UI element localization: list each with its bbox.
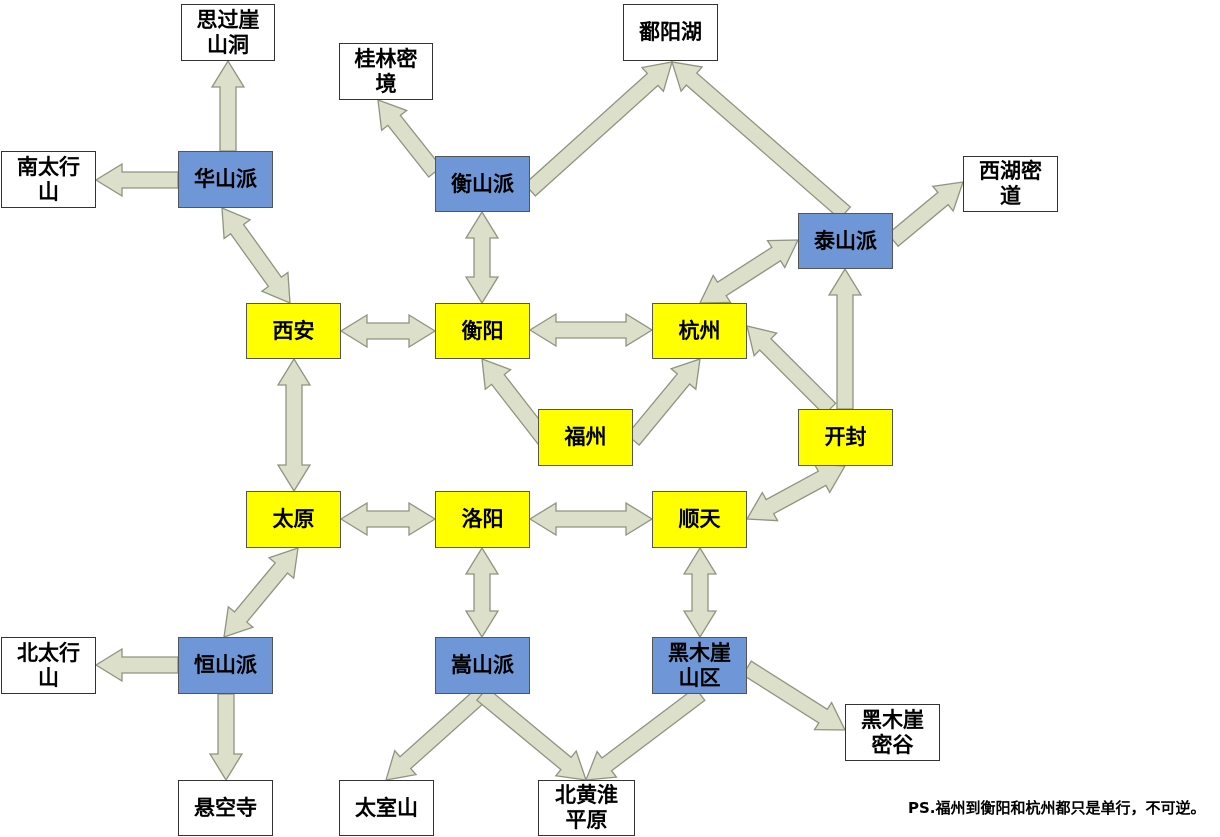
arrow-huashan-nantaihang bbox=[94, 162, 179, 198]
arrow-heimuya-beihuanghuai bbox=[585, 686, 706, 781]
arrow-xian-hengyang bbox=[339, 313, 437, 349]
arrow-shuntian-heimuya bbox=[682, 546, 718, 639]
arrow-kaifeng-hangzhou bbox=[746, 325, 837, 416]
arrow-luoyang-songshan bbox=[464, 546, 500, 639]
arrow-hengshan-poyang bbox=[523, 61, 673, 197]
node-siguoya: 思过崖 山洞 bbox=[181, 4, 275, 61]
arrow-xian-taiyuan bbox=[276, 357, 312, 493]
arrow-hengyang-hangzhou bbox=[528, 312, 654, 348]
arrow-hengshan-beitaihang bbox=[94, 647, 179, 683]
node-xuankong: 悬空寺 bbox=[178, 780, 273, 836]
node-beitaihang: 北太行 山 bbox=[1, 637, 96, 694]
arrow-taishan-hangzhou bbox=[698, 239, 800, 304]
arrow-kaifeng-taishan bbox=[827, 267, 863, 410]
footnote: PS.福州到衡阳和杭州都只是单行，不可逆。 bbox=[908, 799, 1206, 817]
node-xihu: 西湖密 道 bbox=[963, 156, 1058, 212]
arrow-taiyuan-luoyang bbox=[339, 501, 437, 537]
node-shuntian: 顺天 bbox=[652, 491, 747, 548]
arrow-hengyang-hengshan bbox=[464, 210, 500, 305]
node-xian: 西安 bbox=[246, 303, 341, 359]
arrow-fuzhou-hengyang bbox=[481, 358, 553, 446]
arrow-huashan-siguoya bbox=[210, 59, 246, 152]
arrow-kaifeng-shuntian bbox=[745, 463, 847, 522]
arrow-taiyuan-hengshan bbox=[223, 547, 299, 638]
arrow-hengshan-xuankong bbox=[208, 693, 244, 782]
node-kaifeng: 开封 bbox=[798, 409, 893, 466]
node-heimuya: 黑木崖 山区 bbox=[652, 637, 747, 694]
node-hengshan-south: 衡山派 bbox=[435, 156, 530, 212]
node-heimuya-valley: 黑木崖 密谷 bbox=[845, 704, 940, 761]
arrow-heimuya-valley bbox=[741, 660, 847, 731]
arrow-taishan-poyang bbox=[671, 61, 852, 220]
arrow-huashan-xian bbox=[221, 206, 291, 305]
node-luoyang: 洛阳 bbox=[435, 491, 530, 548]
node-fuzhou: 福州 bbox=[538, 409, 633, 466]
node-poyang: 鄱阳湖 bbox=[623, 4, 718, 61]
arrow-hengshan-guilin bbox=[377, 99, 443, 178]
node-beihuanghuai: 北黄淮 平原 bbox=[538, 780, 635, 836]
arrow-taishan-xihu bbox=[886, 181, 964, 248]
arrow-songshan-taishi bbox=[385, 687, 489, 781]
arrow-fuzhou-hangzhou bbox=[625, 358, 701, 447]
node-taishi: 太室山 bbox=[339, 780, 434, 836]
arrow-luoyang-shuntian bbox=[528, 501, 654, 537]
node-songshan: 嵩山派 bbox=[435, 637, 530, 694]
node-huashan: 华山派 bbox=[178, 151, 273, 208]
node-taiyuan: 太原 bbox=[246, 491, 341, 548]
arrow-songshan-beihuanghuai bbox=[475, 686, 587, 781]
node-guilin: 桂林密 境 bbox=[339, 43, 433, 100]
node-nantaihang: 南太行 山 bbox=[1, 151, 96, 208]
node-hangzhou: 杭州 bbox=[652, 303, 747, 359]
node-hengyang: 衡阳 bbox=[435, 303, 530, 359]
node-taishan: 泰山派 bbox=[798, 213, 893, 269]
node-hengshan-north: 恒山派 bbox=[178, 637, 273, 694]
